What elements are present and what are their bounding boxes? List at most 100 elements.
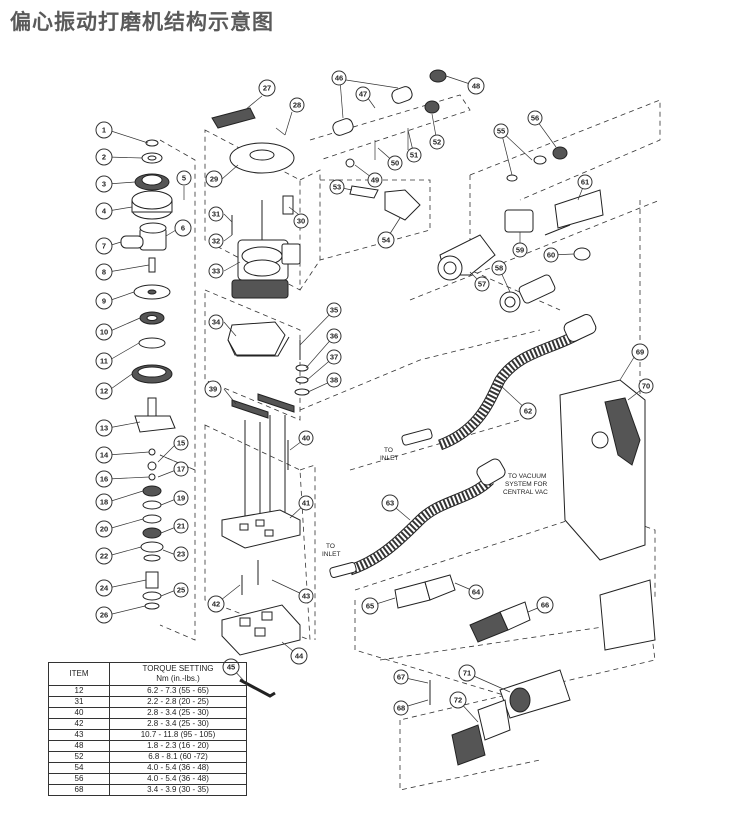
callout-label-21: 21 xyxy=(177,522,185,531)
callout-label-71: 71 xyxy=(463,669,471,678)
callout-label-66: 66 xyxy=(541,601,549,610)
callout-label-23: 23 xyxy=(177,550,185,559)
callout-label-63: 63 xyxy=(386,499,394,508)
callout-label-56: 56 xyxy=(531,114,539,123)
item-cell: 54 xyxy=(48,762,110,774)
callout-12: 12 xyxy=(95,382,113,400)
callout-36: 36 xyxy=(326,328,342,344)
item-cell: 43 xyxy=(48,729,110,741)
callout-19: 19 xyxy=(173,490,189,506)
callout-label-13: 13 xyxy=(100,424,108,433)
callout-40: 40 xyxy=(298,430,314,446)
callout-33: 33 xyxy=(208,263,224,279)
callout-64: 64 xyxy=(468,584,484,600)
callout-label-7: 7 xyxy=(102,242,106,251)
left-column-parts xyxy=(120,139,185,610)
item-cell: 52 xyxy=(48,751,110,763)
callout-label-16: 16 xyxy=(100,475,108,484)
item-cell: 42 xyxy=(48,718,110,730)
callout-label-33: 33 xyxy=(212,267,220,276)
callout-8: 8 xyxy=(95,263,113,281)
callout-label-26: 26 xyxy=(100,611,108,620)
callout-label-50: 50 xyxy=(391,159,399,168)
callout-label-60: 60 xyxy=(547,251,555,260)
callout-37: 37 xyxy=(326,349,342,365)
callout-53: 53 xyxy=(329,179,345,195)
callout-67: 67 xyxy=(393,669,409,685)
callout-10: 10 xyxy=(95,323,113,341)
callout-30: 30 xyxy=(293,213,309,229)
callout-label-43: 43 xyxy=(302,592,310,601)
torque-cell: 3.4 - 3.9 (30 - 35) xyxy=(109,784,247,796)
callout-24: 24 xyxy=(95,579,113,597)
to-inlet-label-2b: INLET xyxy=(322,551,340,558)
callout-label-36: 36 xyxy=(330,332,338,341)
callout-27: 27 xyxy=(258,79,276,97)
callout-4: 4 xyxy=(95,202,113,220)
callout-55: 55 xyxy=(493,123,509,139)
callout-label-18: 18 xyxy=(100,498,108,507)
callout-15: 15 xyxy=(173,435,189,451)
callout-47: 47 xyxy=(355,86,371,102)
callout-label-30: 30 xyxy=(297,217,305,226)
callout-71: 71 xyxy=(458,664,476,682)
callout-label-22: 22 xyxy=(100,552,108,561)
callout-label-70: 70 xyxy=(642,382,650,391)
callout-62: 62 xyxy=(519,402,537,420)
callout-50: 50 xyxy=(387,155,403,171)
callout-label-62: 62 xyxy=(524,407,532,416)
item-cell: 40 xyxy=(48,707,110,719)
callout-label-46: 46 xyxy=(335,74,343,83)
callout-28: 28 xyxy=(289,97,305,113)
item-cell: 12 xyxy=(48,685,110,697)
callout-49: 49 xyxy=(367,172,383,188)
torque-cell: 1.8 - 2.3 (16 - 20) xyxy=(109,740,247,752)
callout-label-19: 19 xyxy=(177,494,185,503)
callout-20: 20 xyxy=(95,520,113,538)
item-cell: 68 xyxy=(48,784,110,796)
to-vacuum-label-b: SYSTEM FOR xyxy=(505,481,548,488)
to-vacuum-label-a: TO VACUUM xyxy=(508,473,546,480)
callout-label-11: 11 xyxy=(100,357,108,366)
callout-18: 18 xyxy=(95,493,113,511)
callout-11: 11 xyxy=(95,352,113,370)
callout-56: 56 xyxy=(527,110,543,126)
callout-16: 16 xyxy=(95,470,113,488)
callout-label-42: 42 xyxy=(212,600,220,609)
callout-label-14: 14 xyxy=(100,451,109,460)
callout-label-59: 59 xyxy=(516,246,524,255)
callout-48: 48 xyxy=(467,77,485,95)
callout-9: 9 xyxy=(95,292,113,310)
callout-60: 60 xyxy=(543,247,559,263)
callout-46: 46 xyxy=(331,70,347,86)
item-cell: 56 xyxy=(48,773,110,785)
callout-39: 39 xyxy=(204,380,222,398)
callout-13: 13 xyxy=(95,419,113,437)
callout-label-32: 32 xyxy=(212,237,220,246)
callout-label-55: 55 xyxy=(497,127,505,136)
callout-23: 23 xyxy=(173,546,189,562)
callout-32: 32 xyxy=(208,233,224,249)
callout-26: 26 xyxy=(95,606,113,624)
callout-label-2: 2 xyxy=(102,153,106,162)
callout-14: 14 xyxy=(95,446,113,464)
callout-54: 54 xyxy=(377,231,395,249)
callout-label-5: 5 xyxy=(182,174,186,183)
torque-cell: 6.8 - 8.1 (60 -72) xyxy=(109,751,247,763)
callout-66: 66 xyxy=(536,596,554,614)
callout-label-34: 34 xyxy=(212,318,221,327)
callout-label-58: 58 xyxy=(495,264,503,273)
callout-label-9: 9 xyxy=(102,297,106,306)
callout-label-69: 69 xyxy=(636,348,644,357)
hoses xyxy=(329,314,597,579)
callout-label-52: 52 xyxy=(433,138,441,147)
right-cluster-parts xyxy=(437,146,604,313)
callout-label-47: 47 xyxy=(359,90,367,99)
